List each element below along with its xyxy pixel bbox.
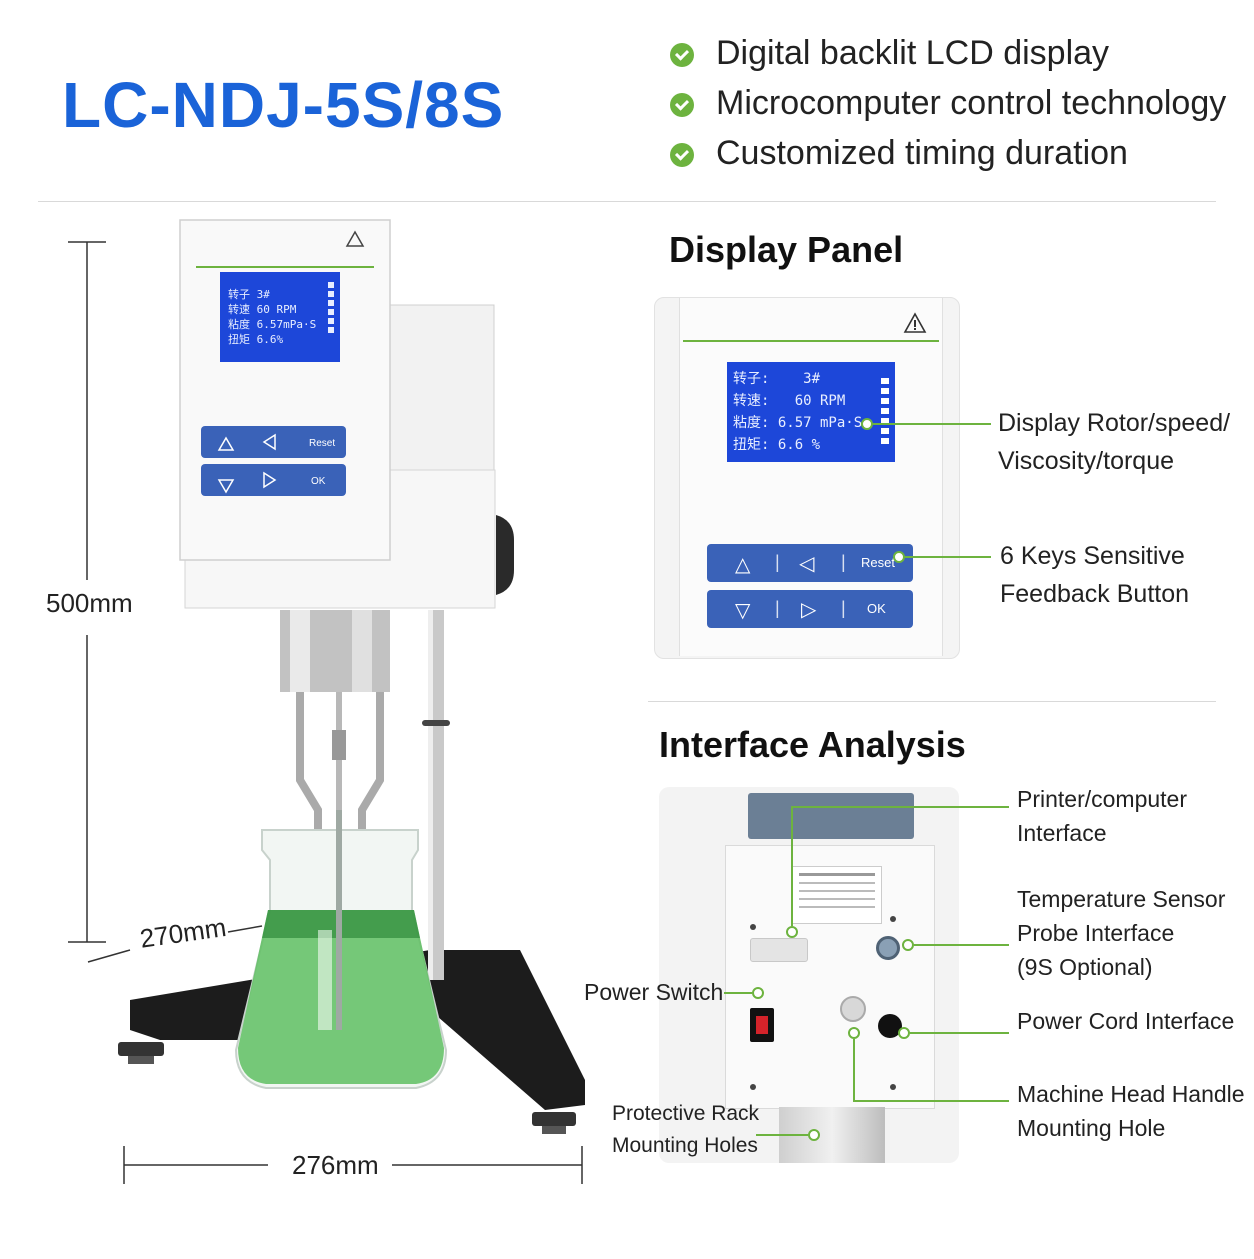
temperature-sensor-label: Temperature Sensor Probe Interface (9S O… (1017, 886, 1226, 980)
callout-dot (902, 939, 914, 951)
svg-text:OK: OK (311, 476, 326, 487)
display-panel-closeup: 转子: 3# 转速: 60 RPM 粘度: 6.57 mPa·S 扭矩: 6.6… (654, 297, 960, 659)
callout-line (791, 806, 793, 926)
feature-item: Microcomputer control technology (716, 84, 1227, 122)
check-icon (670, 93, 694, 117)
key-row-top: △ | ◁ | Reset (707, 544, 913, 582)
callout-line (873, 423, 991, 425)
ok-button[interactable]: OK (867, 601, 886, 616)
callout-line (853, 1100, 1009, 1102)
callout-keys-text: 6 Keys Sensitive Feedback Button (1000, 542, 1190, 608)
lcd-line-rotor: 转子: 3# (733, 371, 821, 387)
header-divider (38, 201, 1216, 202)
panel-accent-line (683, 340, 939, 342)
callout-dot (848, 1027, 860, 1039)
svg-text:粘度 6.57mPa·S: 粘度 6.57mPa·S (228, 317, 316, 331)
product-title: LC-NDJ-5S/8S (62, 69, 505, 141)
callout-line (853, 1039, 855, 1101)
temperature-probe-port (876, 936, 900, 960)
reset-button[interactable]: Reset (861, 555, 895, 570)
callout-dot (898, 1027, 910, 1039)
printer-interface-label: Printer/computer Interface (1017, 786, 1188, 846)
display-panel-heading: Display Panel (669, 229, 904, 270)
callout-dot (861, 418, 873, 430)
width-dimension: 276mm (292, 1150, 379, 1180)
left-arrow-icon[interactable]: ◁ (799, 553, 815, 575)
callout-dot (752, 987, 764, 999)
callout-dot (808, 1129, 820, 1141)
down-arrow-icon[interactable]: ▽ (735, 600, 751, 622)
height-dimension: 500mm (46, 588, 133, 618)
callout-dot (893, 551, 905, 563)
lcd-line-speed: 转速: 60 RPM (733, 393, 846, 409)
feature-item: Digital backlit LCD display (716, 34, 1110, 72)
warning-icon (903, 312, 927, 333)
svg-text:扭矩 6.6%: 扭矩 6.6% (228, 332, 283, 346)
svg-text:Reset: Reset (309, 438, 335, 449)
section-divider (648, 701, 1216, 702)
lcd-screen: 转子: 3# 转速: 60 RPM 粘度: 6.57 mPa·S 扭矩: 6.6… (727, 362, 895, 462)
protective-rack-label: Protective Rack Mounting Holes (612, 1102, 760, 1157)
callout-display-text: Display Rotor/speed/ Viscosity/torque (998, 409, 1231, 475)
power-switch[interactable] (750, 1008, 774, 1042)
lcd-level-bar (881, 378, 889, 444)
power-switch-label: Power Switch (584, 979, 724, 1005)
instrument-illustration: 转子 3# 转速 60 RPM 粘度 6.57mPa·S 扭矩 6.6% Res… (0, 210, 620, 1254)
callout-line (914, 944, 1009, 946)
lcd-line-viscosity: 粘度: 6.57 mPa·S (733, 415, 863, 431)
interface-closeup (659, 787, 959, 1163)
svg-text:转速 60 RPM: 转速 60 RPM (228, 302, 297, 316)
svg-text:转子 3#: 转子 3# (228, 287, 270, 301)
printer-port (750, 938, 808, 962)
interface-heading: Interface Analysis (659, 724, 966, 765)
rear-panel (725, 845, 935, 1109)
callout-line (910, 1032, 1009, 1034)
right-arrow-icon[interactable]: ▷ (801, 599, 817, 621)
warning-icon (345, 230, 365, 247)
check-icon (670, 43, 694, 67)
viscometer-image: 转子 3# 转速 60 RPM 粘度 6.57mPa·S 扭矩 6.6% Res… (68, 219, 585, 1184)
up-arrow-icon[interactable]: △ (735, 554, 751, 576)
handle-mounting-label: Machine Head Handle Mounting Hole (1017, 1081, 1245, 1141)
feature-item: Customized timing duration (716, 134, 1128, 172)
handle-mounting-hole (840, 996, 866, 1022)
callout-line (791, 806, 1009, 808)
callout-dot (786, 926, 798, 938)
callout-line (905, 556, 991, 558)
callout-line (756, 1134, 808, 1136)
lcd-line-torque: 扭矩: 6.6 % (733, 437, 821, 453)
callout-line (724, 992, 752, 994)
check-icon (670, 143, 694, 167)
spec-label (792, 866, 882, 924)
key-row-bottom: ▽ | ▷ | OK (707, 590, 913, 628)
power-cord-label: Power Cord Interface (1017, 1008, 1235, 1034)
